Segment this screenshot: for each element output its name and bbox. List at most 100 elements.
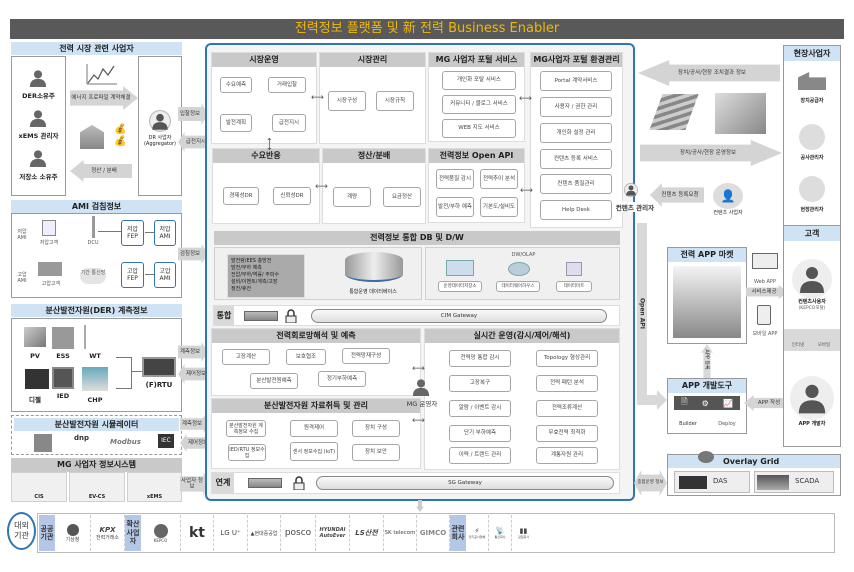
realtime-header: 실시간 운영(감시/제어/해석) xyxy=(425,329,619,343)
market-config-box[interactable]: 시장구성 xyxy=(328,91,366,111)
dispatch-box[interactable]: 급전지시 xyxy=(272,114,306,132)
bidding-box[interactable]: 거래입찰 xyxy=(268,77,306,93)
short-load-forecast-box[interactable]: 단기 부하예측 xyxy=(449,425,511,442)
reliability-dr-box[interactable]: 신뢰성DR xyxy=(273,187,311,205)
person-icon xyxy=(29,110,47,127)
kepco-logo[interactable]: KEPCO xyxy=(141,515,181,551)
settlement-panel: 정산/분배 계량 요금정산 xyxy=(322,148,426,224)
billing-box[interactable]: 요금정산 xyxy=(383,187,421,207)
der-acq-panel: 분산발전자원 자료취득 및 관리 분산발전자원 계측정보 수집 원격제어 장치 … xyxy=(211,398,421,469)
bidirectional-arrow: ⟷ xyxy=(520,186,533,196)
web-map-box[interactable]: WEB 지도 서비스 xyxy=(442,119,516,138)
ess-image xyxy=(52,327,74,349)
telecom-logo[interactable]: 📡통신회사 xyxy=(489,515,512,551)
portal-contract-box[interactable]: Portal 계약서비스 xyxy=(540,71,612,91)
dr-label: DR 사업자 xyxy=(148,135,172,141)
personal-portal-box[interactable]: 개인화 포탈 서비스 xyxy=(442,71,516,90)
fault-recovery-box[interactable]: 고장복구 xyxy=(449,375,511,392)
community-blog-box[interactable]: 커뮤니티 / 블로그 서비스 xyxy=(442,95,516,114)
lgu-logo[interactable]: LG U⁺ xyxy=(214,515,248,551)
dnp-logo: dnp xyxy=(74,434,90,442)
electric-contractor-logo[interactable]: ⚡전기공사업체 xyxy=(466,515,489,551)
topology-box[interactable]: Topology 형상관리 xyxy=(536,350,598,367)
field-result-arrow: 장치/공사/현장 조치결과 정보 xyxy=(638,60,780,86)
personal-settings-box[interactable]: 개인화 설정 관리 xyxy=(540,123,612,143)
fault-calc-box[interactable]: 고장계산 xyxy=(222,349,270,365)
internet-label: 인터넷 xyxy=(791,343,805,348)
power-trend-box[interactable]: 전력추이 분석 xyxy=(480,169,518,189)
history-trend-box[interactable]: 이력 / 트렌드 관리 xyxy=(449,447,511,464)
content-quality-box[interactable]: 컨텐츠 품질관리 xyxy=(540,174,612,194)
db-list-item: 설비/이벤트/계측/고장 xyxy=(231,279,278,285)
ied-rtu-collect-box[interactable]: IED/RTU 정보수집 xyxy=(228,444,266,461)
help-desk-box[interactable]: Help Desk xyxy=(540,200,612,220)
der-panel: PV ESS WT 디젤 IED CHP (F)RTU xyxy=(11,318,182,412)
demand-forecast-box[interactable]: 수요예측 xyxy=(220,77,252,93)
base-map-box[interactable]: 기본도/설비도 xyxy=(480,197,518,217)
generation-plan-box[interactable]: 발전계획 xyxy=(220,114,252,132)
economic-dr-box[interactable]: 경제성DR xyxy=(223,187,259,205)
app-grid-image xyxy=(673,266,741,338)
power-quality-box[interactable]: 전력품질 감시 xyxy=(436,169,474,189)
grid-monitor-box[interactable]: 전력망 통합 감시 xyxy=(449,350,511,367)
public-agency-label: 공공 기관 xyxy=(39,515,55,551)
meter-reading-logo[interactable]: ▮▮검침회사 xyxy=(512,515,535,551)
vertical-arrow: ⟷ xyxy=(263,137,274,151)
gimco-logo[interactable]: GIMCO xyxy=(417,515,450,551)
dcu-label: DCU xyxy=(87,240,99,246)
device-security-box[interactable]: 장치 보안 xyxy=(352,444,400,461)
der-measure-collect-box[interactable]: 분산발전자원 계측정보 수집 xyxy=(226,420,266,437)
kt-logo[interactable]: kt xyxy=(181,515,214,551)
external-agencies-badge: 대외 기관 xyxy=(7,512,36,550)
gen-load-forecast-box[interactable]: 발전/부하 예측 xyxy=(436,197,474,217)
gateway-device-icon xyxy=(248,478,282,488)
app-developer-icon xyxy=(790,376,834,420)
lock-icon xyxy=(293,476,305,490)
kma-logo[interactable]: 기상청 xyxy=(55,515,91,551)
kpx-label: 전력거래소 xyxy=(95,534,119,541)
high-ami-box: 고압 AMI xyxy=(154,262,176,288)
market-rules-box[interactable]: 시장규칙 xyxy=(376,91,414,111)
building-icon: ▮▮ xyxy=(519,527,528,535)
mobile-label: 모바일 xyxy=(817,343,831,348)
kpx-mark: KPX xyxy=(99,525,116,534)
content-register-box[interactable]: 컨텐츠 등록 서비스 xyxy=(540,149,612,169)
das-image xyxy=(679,476,707,489)
open-api-arrow xyxy=(637,223,647,403)
deploy-label: Deploy xyxy=(718,421,736,427)
field-manager-label: 현장관리자 xyxy=(800,207,824,213)
cube-icon xyxy=(566,262,582,276)
protection-coord-box[interactable]: 보호협조 xyxy=(286,349,326,365)
der-forecast-box[interactable]: 분산발전원예측 xyxy=(250,373,298,389)
der-item-chp: CHP xyxy=(87,396,103,404)
pattern-analysis-box[interactable]: 전력 패턴 분석 xyxy=(536,375,598,392)
load-forecast-box[interactable]: 정기부하예측 xyxy=(318,371,366,387)
bidirectional-arrow: ⟷ xyxy=(412,416,425,426)
network-cloud: 기간 통신망 xyxy=(80,268,106,284)
grid-reconfig-box[interactable]: 전력망재구성 xyxy=(342,348,390,364)
market-mgmt-header: 시장관리 xyxy=(320,53,425,67)
app-developer-label: APP 개발자 xyxy=(798,421,826,427)
hyundai-heavy-logo[interactable]: ▲현대중공업 xyxy=(248,515,281,551)
field-panel: 현장사업자 장치공급자 공사관리자 현장관리자 xyxy=(783,45,841,233)
user-auth-box[interactable]: 사용자 / 권한 관리 xyxy=(540,97,612,117)
integration-row: 통합 CIM Gateway xyxy=(213,305,620,326)
content-user-label: 컨텐츠사용자 xyxy=(798,299,826,305)
sensor-collect-box[interactable]: 센서 정보수집 (IoT) xyxy=(290,442,338,461)
device-config-box[interactable]: 장치 구성 xyxy=(352,420,400,437)
hyundai-autoever-logo[interactable]: HYUNDAI AutoEver xyxy=(316,515,350,551)
power-flow-box[interactable]: 전력조류계산 xyxy=(536,400,598,417)
remote-control-box[interactable]: 원격제어 xyxy=(290,420,338,437)
bidirectional-arrow: ⟷ xyxy=(519,94,532,104)
posco-logo[interactable]: posco xyxy=(281,515,316,551)
metering-box[interactable]: 계량 xyxy=(333,187,371,207)
cis-label: CIS xyxy=(34,494,44,500)
grid-resource-box[interactable]: 계통자원 관리 xyxy=(536,447,598,464)
reactive-power-box[interactable]: 무효전력 최적화 xyxy=(536,425,598,442)
link-label: 연계 xyxy=(212,473,234,493)
sk-telecom-logo[interactable]: SK telecom xyxy=(384,515,417,551)
related-company-label: 관련 회사 xyxy=(450,515,466,551)
alarm-event-box[interactable]: 알람 / 이벤트 감시 xyxy=(449,400,511,417)
ls-logo[interactable]: LS산전 xyxy=(350,515,384,551)
